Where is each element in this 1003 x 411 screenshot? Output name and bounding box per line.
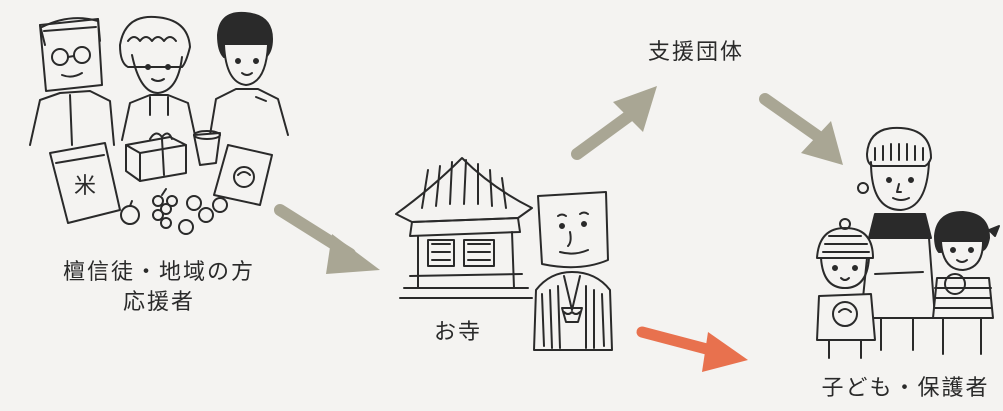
donors-illustration: 米	[10, 5, 300, 245]
arrow-support-to-families	[755, 85, 865, 179]
arrow-head	[326, 234, 380, 274]
monk-illustration	[520, 190, 625, 355]
support-group-label: 支援団体	[647, 40, 744, 65]
arrow-shaft	[571, 110, 635, 160]
donors-label-line2: 応援者	[122, 290, 195, 315]
woman-curly-hair-figure	[119, 15, 197, 141]
parent-figure	[857, 126, 936, 351]
fruit-items	[120, 188, 228, 235]
rice-bag-text: 米	[74, 174, 96, 199]
cup-item	[193, 130, 221, 166]
arrow-head	[702, 332, 748, 372]
families-illustration	[805, 118, 1000, 363]
child-bob-hair-figure	[932, 211, 1000, 355]
arrow-head	[801, 121, 843, 165]
snack-bag-item	[213, 144, 273, 206]
arrow-head	[613, 86, 657, 132]
woman-dark-hair-figure	[209, 11, 289, 136]
arrow-donors-to-temple	[270, 190, 400, 294]
temple-illustration	[392, 148, 537, 303]
arrow-temple-to-families	[630, 310, 760, 384]
gift-box-item	[125, 132, 187, 182]
donors-label: 檀信徒・地域の方 応援者	[24, 258, 294, 318]
families-label: 子ども・保護者	[821, 376, 990, 401]
temple-label: お寺	[433, 320, 482, 345]
child-with-hat-figure	[816, 218, 876, 359]
rice-bag-item: 米	[49, 142, 121, 224]
donors-label-line1: 檀信徒・地域の方	[62, 260, 255, 285]
man-with-glasses-figure	[29, 17, 115, 146]
arrow-shaft	[759, 93, 825, 143]
arrow-temple-to-support	[565, 80, 675, 174]
